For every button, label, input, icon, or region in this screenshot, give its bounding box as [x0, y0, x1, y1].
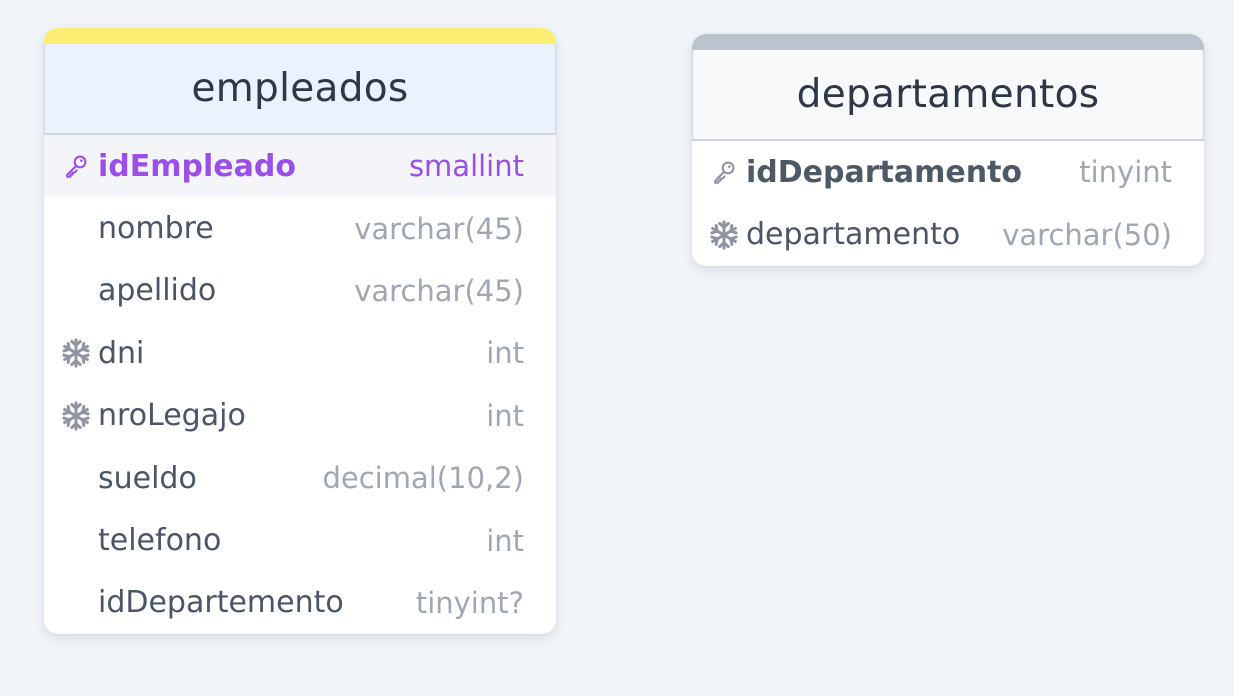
column-row-departamento[interactable]: departamento varchar(50) [692, 203, 1204, 265]
table-header[interactable]: departamentos [692, 50, 1204, 141]
table-accent-bar [692, 34, 1204, 50]
column-type: int [486, 336, 524, 371]
column-row-nroLegajo[interactable]: nroLegajo int [44, 385, 556, 447]
column-row-idDepartamento[interactable]: idDepartamento tinyint [692, 141, 1204, 203]
column-type: decimal(10,2) [322, 461, 524, 496]
column-type: varchar(45) [354, 211, 524, 246]
column-type: varchar(50) [1002, 217, 1172, 252]
column-row-telefono[interactable]: telefono int [44, 509, 556, 571]
column-name: apellido [98, 273, 217, 309]
snowflake-icon [60, 337, 92, 369]
column-name: telefono [98, 523, 222, 559]
column-row-dni[interactable]: dni int [44, 322, 556, 384]
column-type: tinyint [1079, 155, 1172, 190]
column-name: sueldo [98, 460, 197, 496]
column-name: nombre [98, 211, 214, 247]
table-accent-bar [44, 28, 556, 44]
column-row-idEmpleado[interactable]: idEmpleado smallint [44, 135, 556, 198]
table-header[interactable]: empleados [44, 44, 556, 135]
column-list: idDepartamento tinyint departamento varchar… [692, 141, 1204, 266]
column-row-idDepartemento[interactable]: idDepartemento tinyint? [44, 572, 556, 634]
column-row-nombre[interactable]: nombre varchar(45) [44, 197, 556, 259]
column-type: smallint [408, 149, 524, 184]
key-icon [60, 150, 92, 182]
key-icon [708, 156, 740, 188]
column-row-apellido[interactable]: apellido varchar(45) [44, 260, 556, 322]
snowflake-icon [708, 219, 740, 251]
column-type: int [486, 523, 524, 558]
column-name: dni [98, 335, 145, 371]
column-name: nroLegajo [98, 398, 246, 434]
column-type: varchar(45) [354, 273, 524, 308]
table-card-empleados[interactable]: empleados idEmpleado smallint nombre varcha… [44, 28, 556, 634]
column-name: idDepartemento [98, 585, 344, 621]
column-name: departamento [746, 217, 961, 253]
column-name: idDepartamento [746, 154, 1023, 190]
column-name: idEmpleado [98, 148, 296, 184]
column-row-sueldo[interactable]: sueldo decimal(10,2) [44, 447, 556, 509]
table-card-departamentos[interactable]: departamentos idDepartamento tinyint depar… [692, 34, 1204, 266]
column-type: tinyint? [415, 585, 524, 620]
snowflake-icon [60, 400, 92, 432]
column-type: int [486, 398, 524, 433]
